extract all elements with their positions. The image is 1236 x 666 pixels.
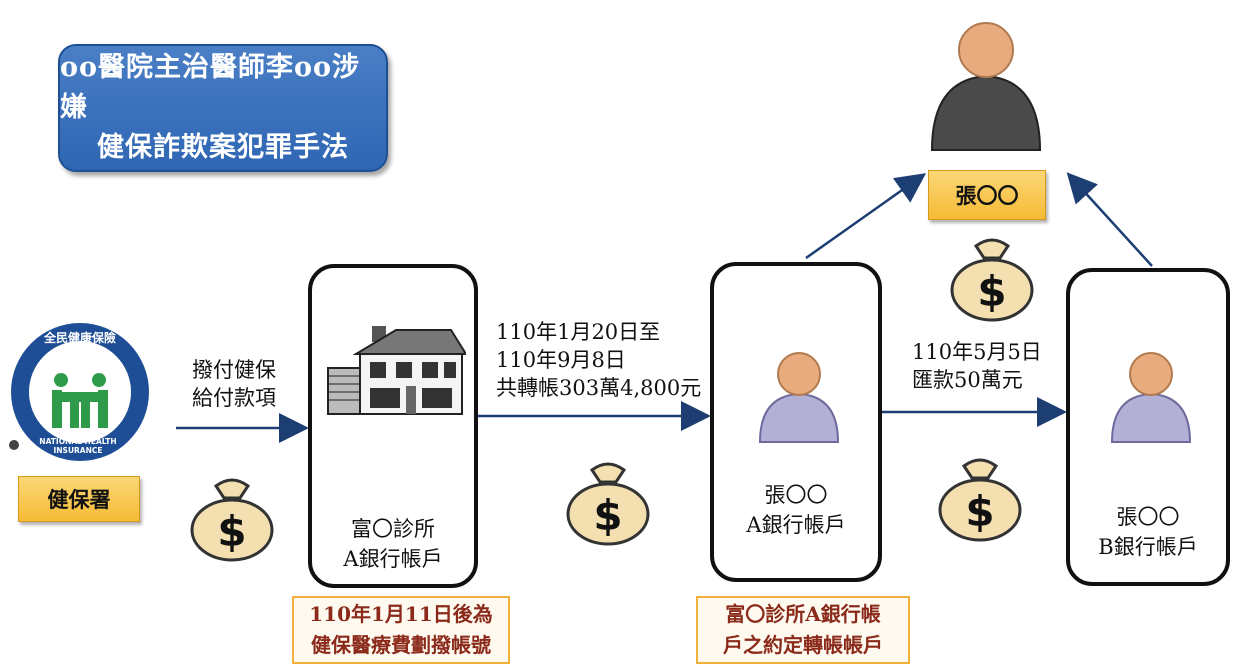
title-line-2: 健保詐欺案犯罪手法: [97, 132, 349, 163]
title-line-1: oo醫院主治醫師李oo涉嫌: [60, 52, 361, 123]
nhi-emblem-ring-text: NATIONAL HEALTH INSURANCE: [39, 437, 117, 455]
callout-clinic-account: 110年1月11日後為 健保醫療費劃撥帳號: [292, 596, 510, 664]
svg-text:$: $: [217, 507, 246, 556]
money-bag-icon: $: [938, 458, 1022, 542]
zhang-b-account-card: 張〇〇 B銀行帳戶: [1066, 268, 1230, 586]
flow-3-text: 110年5月5日 匯款50萬元: [912, 340, 1042, 392]
nhi-logo-icon: [9, 323, 149, 461]
flow-2-text: 110年1月20日至 110年9月8日 共轉帳303萬4,800元: [496, 320, 702, 400]
person-icon: [1110, 352, 1192, 443]
clinic-house-icon: [327, 326, 466, 415]
money-bag-icon: $: [190, 478, 274, 562]
zhang-b-account-label: 張〇〇 B銀行帳戶: [1098, 505, 1198, 559]
nhi-label: 健保署: [18, 476, 140, 522]
svg-text:$: $: [977, 267, 1006, 316]
zhang-a-account-label: 張〇〇 A銀行帳戶: [746, 483, 846, 537]
money-bag-icon: $: [950, 238, 1034, 322]
clinic-account-card: 富〇診所 A銀行帳戶: [308, 264, 478, 588]
svg-text:$: $: [965, 487, 994, 536]
nhi-emblem-top-text: 全民健康保險: [43, 331, 116, 345]
money-bag-icon: $: [566, 462, 650, 546]
svg-text:$: $: [593, 491, 622, 540]
callout-transfer-account: 富〇診所A銀行帳 戶之約定轉帳帳戶: [696, 596, 910, 664]
zhang-top-label: 張〇〇: [928, 170, 1046, 220]
boss-person-icon: [930, 22, 1042, 151]
arrow-zhang-a-to-top: [805, 173, 927, 260]
clinic-account-label: 富〇診所 A銀行帳戶: [343, 517, 443, 571]
flow-1-text: 撥付健保 給付款項: [192, 358, 276, 410]
diagram-title: oo醫院主治醫師李oo涉嫌 健保詐欺案犯罪手法: [58, 44, 388, 172]
person-icon: [758, 352, 840, 443]
zhang-a-account-card: 張〇〇 A銀行帳戶: [710, 262, 882, 582]
arrow-zhang-b-to-top: [1066, 172, 1153, 267]
